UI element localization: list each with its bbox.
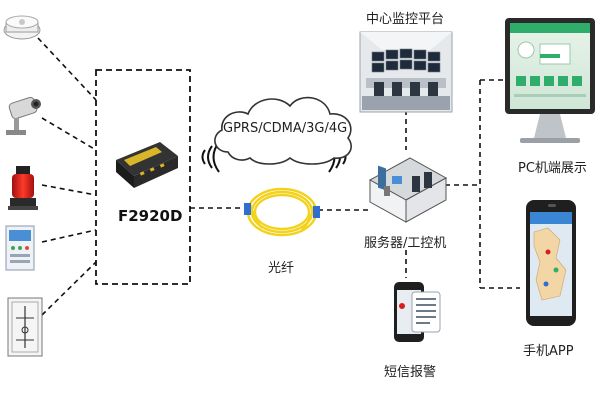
fiber-connector-icon xyxy=(313,206,320,218)
fiber-label: 光纤 xyxy=(268,261,295,276)
smoke-detector-icon xyxy=(3,15,41,40)
server-label: 服务器/工控机 xyxy=(364,236,447,251)
monitoring-center-label: 中心监控平台 xyxy=(366,12,445,27)
gateway-frame xyxy=(95,69,191,285)
fiber-connector-icon xyxy=(244,203,251,215)
network-label: GPRS/CDMA/3G/4G xyxy=(223,121,348,136)
link-alarm-light xyxy=(41,184,97,196)
link-control-panel xyxy=(41,229,97,243)
link-switch-cabinet xyxy=(41,261,97,316)
smartphone-icon xyxy=(526,200,576,326)
sms-label: 短信报警 xyxy=(384,365,437,380)
monitor-icon xyxy=(505,18,595,143)
pc-label: PC机端展示 xyxy=(518,161,587,176)
fiber-cable-icon xyxy=(246,187,318,237)
link-smoke-detector xyxy=(37,37,97,101)
connector-lines xyxy=(37,37,520,316)
gateway-label: F2920D xyxy=(118,207,183,225)
cloud-icon xyxy=(214,96,352,165)
link-camera xyxy=(41,117,97,151)
server-room-icon xyxy=(368,157,448,223)
alarm-light-icon xyxy=(8,166,38,210)
control-room-icon xyxy=(359,31,453,113)
switch-cabinet-icon xyxy=(7,297,43,357)
mobile-app-label: 手机APP xyxy=(523,344,574,359)
sms-phone-icon xyxy=(394,282,441,342)
security-camera-icon xyxy=(6,96,41,135)
gateway-device-icon xyxy=(116,142,178,188)
control-panel-icon xyxy=(5,225,35,271)
